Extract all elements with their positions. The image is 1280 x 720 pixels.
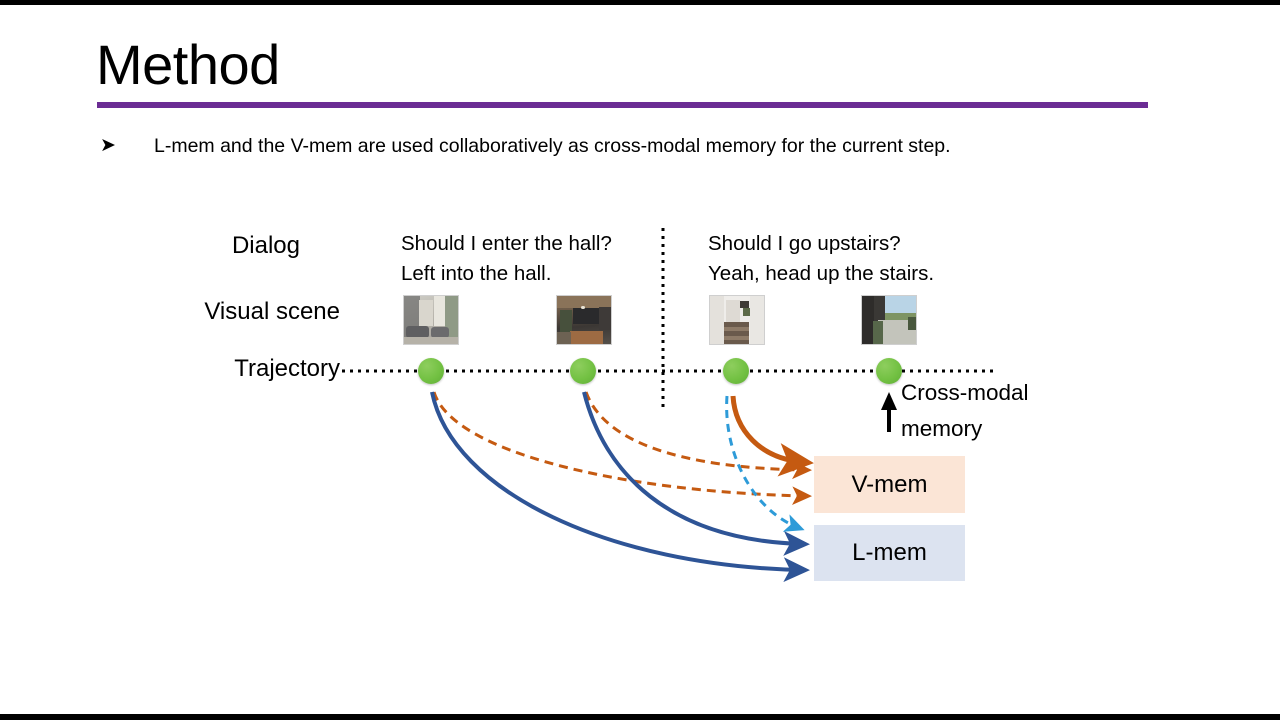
title-underline-rule bbox=[97, 102, 1148, 108]
memory-box-v-mem-label: V-mem bbox=[851, 470, 928, 498]
bottom-letterbox-bar bbox=[0, 714, 1280, 720]
memory-box-l-mem: L-mem bbox=[814, 525, 965, 581]
row-label-dialog: Dialog bbox=[231, 232, 300, 259]
row-label-visual-scene: Visual scene bbox=[204, 298, 340, 325]
scene-thumbnail-2 bbox=[556, 295, 612, 345]
dialog-answer-1: Left into the hall. bbox=[401, 262, 552, 285]
page-title: Method bbox=[96, 33, 280, 96]
bullet-text: L-mem and the V-mem are used collaborati… bbox=[154, 135, 951, 157]
bullet-row: ➤ L-mem and the V-mem are used collabora… bbox=[100, 131, 1170, 161]
cross-modal-memory-line2: memory bbox=[901, 416, 983, 441]
cross-modal-memory-line1: Cross-modal bbox=[901, 380, 1029, 405]
trajectory-node-2 bbox=[570, 358, 596, 384]
dialog-block-step1: Should I enter the hall? Left into the h… bbox=[401, 229, 612, 289]
top-letterbox-bar bbox=[0, 0, 1280, 5]
language-memory-arrows bbox=[430, 391, 810, 583]
cross-modal-memory-annotation: Cross-modal memory bbox=[901, 375, 1029, 447]
row-label-trajectory: Trajectory bbox=[234, 355, 340, 382]
visual-memory-arrows bbox=[432, 391, 812, 505]
dialog-block-step2: Should I go upstairs? Yeah, head up the … bbox=[708, 229, 934, 289]
current-language-memory-arrow bbox=[725, 395, 805, 532]
bullet-arrow-icon: ➤ bbox=[100, 135, 116, 156]
scene-thumbnail-3 bbox=[709, 295, 765, 345]
scene-thumbnail-4 bbox=[861, 295, 917, 345]
trajectory-node-3 bbox=[723, 358, 749, 384]
memory-box-l-mem-label: L-mem bbox=[852, 539, 927, 566]
scene-thumbnail-1 bbox=[403, 295, 459, 345]
cross-modal-up-arrow-icon bbox=[881, 392, 897, 432]
dialog-answer-2: Yeah, head up the stairs. bbox=[708, 262, 935, 285]
memory-box-v-mem: V-mem bbox=[814, 456, 965, 513]
dialog-question-1: Should I enter the hall? bbox=[401, 232, 612, 255]
dialog-question-2: Should I go upstairs? bbox=[708, 232, 901, 255]
current-visual-memory-arrow bbox=[730, 395, 814, 477]
trajectory-node-4 bbox=[876, 358, 902, 384]
trajectory-node-1 bbox=[418, 358, 444, 384]
